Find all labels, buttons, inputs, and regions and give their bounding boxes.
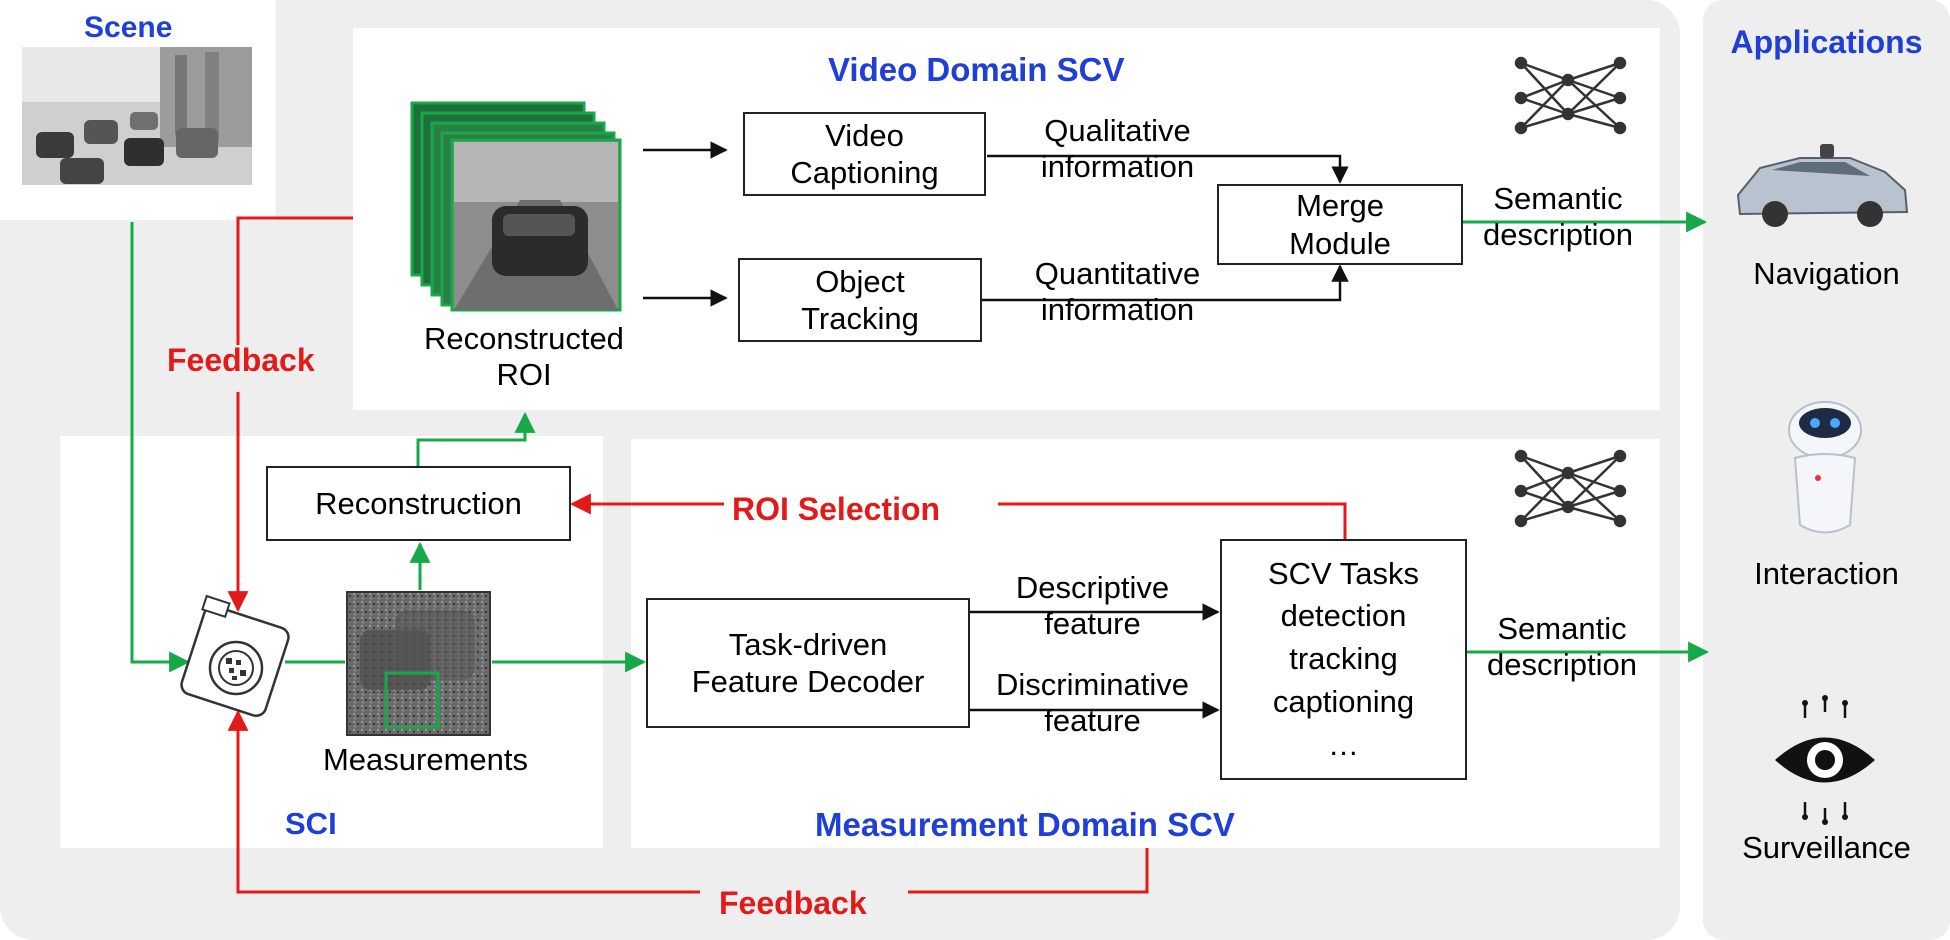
scene-title: Scene (84, 11, 173, 44)
reconstruction-box: Reconstruction (266, 466, 571, 541)
scv-tasks-box: SCV Tasks detection tracking captioning … (1220, 539, 1467, 780)
eye-circuit-icon (1775, 695, 1875, 825)
feedback-label-top: Feedback (167, 342, 315, 378)
measurement-image (346, 591, 491, 736)
interaction-label: Interaction (1754, 556, 1899, 591)
roi-selection-label: ROI Selection (732, 491, 941, 527)
robot-icon (1788, 401, 1862, 534)
car-icon (1736, 144, 1909, 227)
scene-image (22, 47, 252, 185)
camera-icon (180, 594, 290, 717)
applications-title: Applications (1730, 24, 1923, 60)
measurements-label: Measurements (322, 742, 529, 777)
feedback-label-bottom: Feedback (719, 885, 867, 921)
surveillance-label: Surveillance (1742, 830, 1911, 865)
measurement-domain-title: Measurement Domain SCV (815, 806, 1235, 843)
reconstructed-roi-frames (410, 101, 622, 312)
sci-title: SCI (285, 806, 337, 841)
neural-network-icon (1514, 56, 1627, 135)
video-domain-title: Video Domain SCV (828, 51, 1125, 88)
neural-network-icon (1514, 449, 1627, 528)
navigation-label: Navigation (1753, 256, 1900, 291)
